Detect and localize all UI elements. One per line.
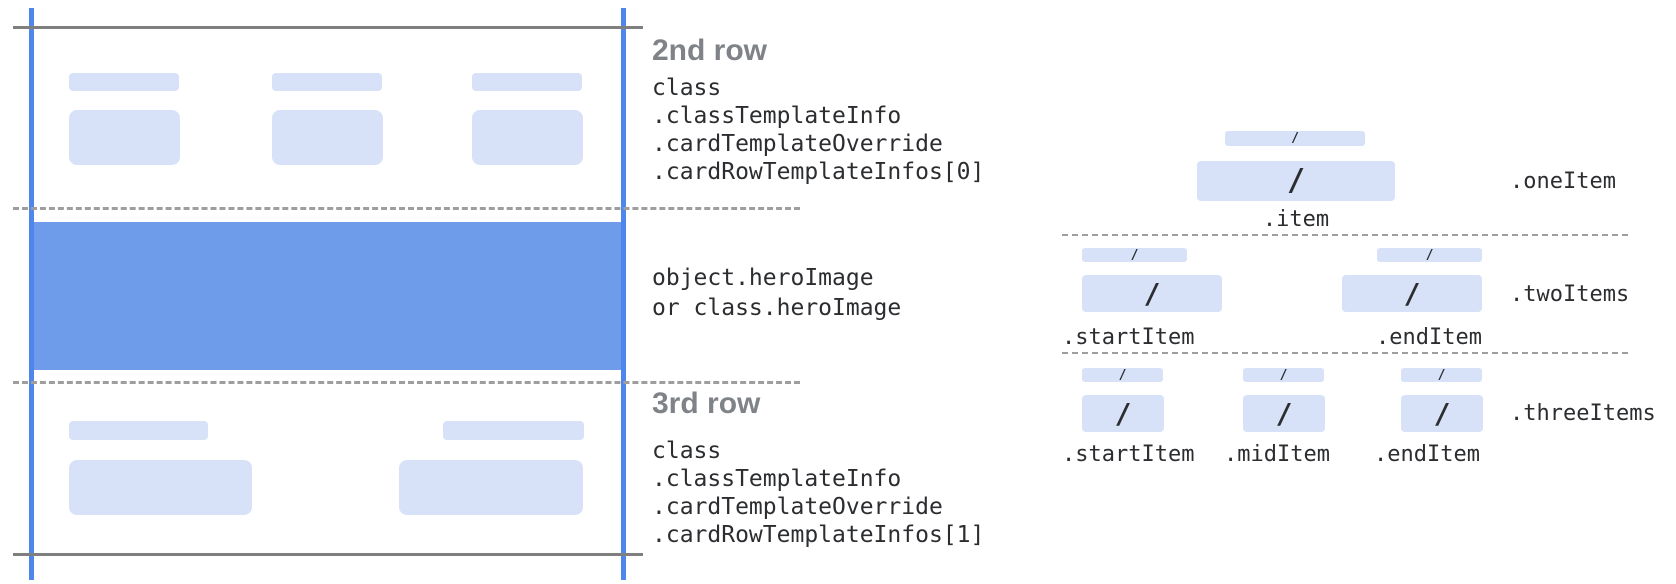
row3-code-line: .cardTemplateOverride (652, 494, 943, 520)
slash-icon: / (1425, 247, 1434, 263)
two-items-start-value-bar: / (1082, 275, 1222, 312)
row3-code-line: .classTemplateInfo (652, 466, 902, 492)
row2-field1-value-placeholder (69, 110, 180, 165)
row2-field2-value-placeholder (272, 110, 383, 165)
slash-icon: / (1118, 367, 1127, 383)
one-item-layout-label: .oneItem (1510, 169, 1616, 194)
hero-image-band (31, 222, 623, 370)
row3-code-line: .cardRowTemplateInfos[1] (652, 522, 985, 548)
start-item-field-label: .startItem (1062, 442, 1195, 467)
row3-start-value-placeholder (69, 460, 252, 515)
end-item-field-label: .endItem (1374, 442, 1480, 467)
card-right-edge-line (621, 8, 626, 580)
two-three-separator (1062, 352, 1628, 354)
two-items-layout-label: .twoItems (1510, 282, 1630, 307)
card-bottom-rule (13, 553, 643, 556)
three-items-end-label-bar: / (1401, 368, 1482, 382)
three-items-mid-label-bar: / (1243, 368, 1324, 382)
two-items-end-label-bar: / (1377, 248, 1482, 262)
row3-code-block: class .classTemplateInfo .cardTemplateOv… (652, 437, 984, 549)
row2-field3-label-placeholder (472, 73, 582, 91)
slash-icon: / (1291, 131, 1299, 146)
hero-bottom-dashed-rule (13, 381, 800, 384)
one-item-value-bar: / (1197, 161, 1395, 201)
three-items-end-value-bar: / (1401, 395, 1483, 432)
two-items-end-value-bar: / (1342, 275, 1482, 312)
row3-code-line: class (652, 438, 722, 464)
row2-code-block: class .classTemplateInfo .cardTemplateOv… (652, 74, 984, 186)
card-left-edge-line (29, 8, 34, 580)
hero-code-block: object.heroImage or class.heroImage (652, 263, 901, 323)
slash-icon: / (1130, 247, 1139, 263)
slash-icon: / (1143, 276, 1161, 310)
row2-bottom-dashed-rule (13, 207, 800, 210)
row3-end-label-placeholder (443, 421, 584, 440)
row2-code-line: .cardTemplateOverride (652, 131, 943, 157)
one-two-separator (1062, 234, 1628, 236)
hero-code-line: object.heroImage (652, 265, 874, 291)
row2-code-line: .cardRowTemplateInfos[0] (652, 159, 985, 185)
item-field-label: .item (1262, 207, 1330, 232)
slash-icon: / (1279, 367, 1288, 383)
one-item-label-bar: / (1225, 131, 1365, 146)
three-items-start-label-bar: / (1082, 368, 1163, 382)
start-item-field-label: .startItem (1062, 325, 1195, 350)
mid-item-field-label: .midItem (1224, 442, 1330, 467)
end-item-field-label: .endItem (1376, 325, 1482, 350)
three-items-mid-value-bar: / (1243, 395, 1325, 432)
slash-icon: / (1437, 367, 1446, 383)
row3-heading: 3rd row (652, 387, 761, 420)
row2-code-line: .classTemplateInfo (652, 103, 902, 129)
three-items-layout-label: .threeItems (1510, 401, 1656, 426)
row2-code-line: class (652, 75, 722, 101)
row3-end-value-placeholder (399, 460, 583, 515)
slash-icon: / (1403, 276, 1421, 310)
hero-code-line: or class.heroImage (652, 295, 902, 321)
row3-start-label-placeholder (69, 421, 208, 440)
slash-icon: / (1433, 396, 1451, 430)
slash-icon: / (1114, 396, 1132, 430)
card-top-rule (13, 26, 643, 29)
row2-field2-label-placeholder (272, 73, 382, 91)
row2-field3-value-placeholder (472, 110, 583, 165)
slash-icon: / (1275, 396, 1293, 430)
row2-field1-label-placeholder (69, 73, 179, 91)
row2-heading: 2nd row (652, 34, 768, 67)
three-items-start-value-bar: / (1082, 395, 1164, 432)
slash-icon: / (1286, 163, 1306, 198)
two-items-start-label-bar: / (1082, 248, 1187, 262)
